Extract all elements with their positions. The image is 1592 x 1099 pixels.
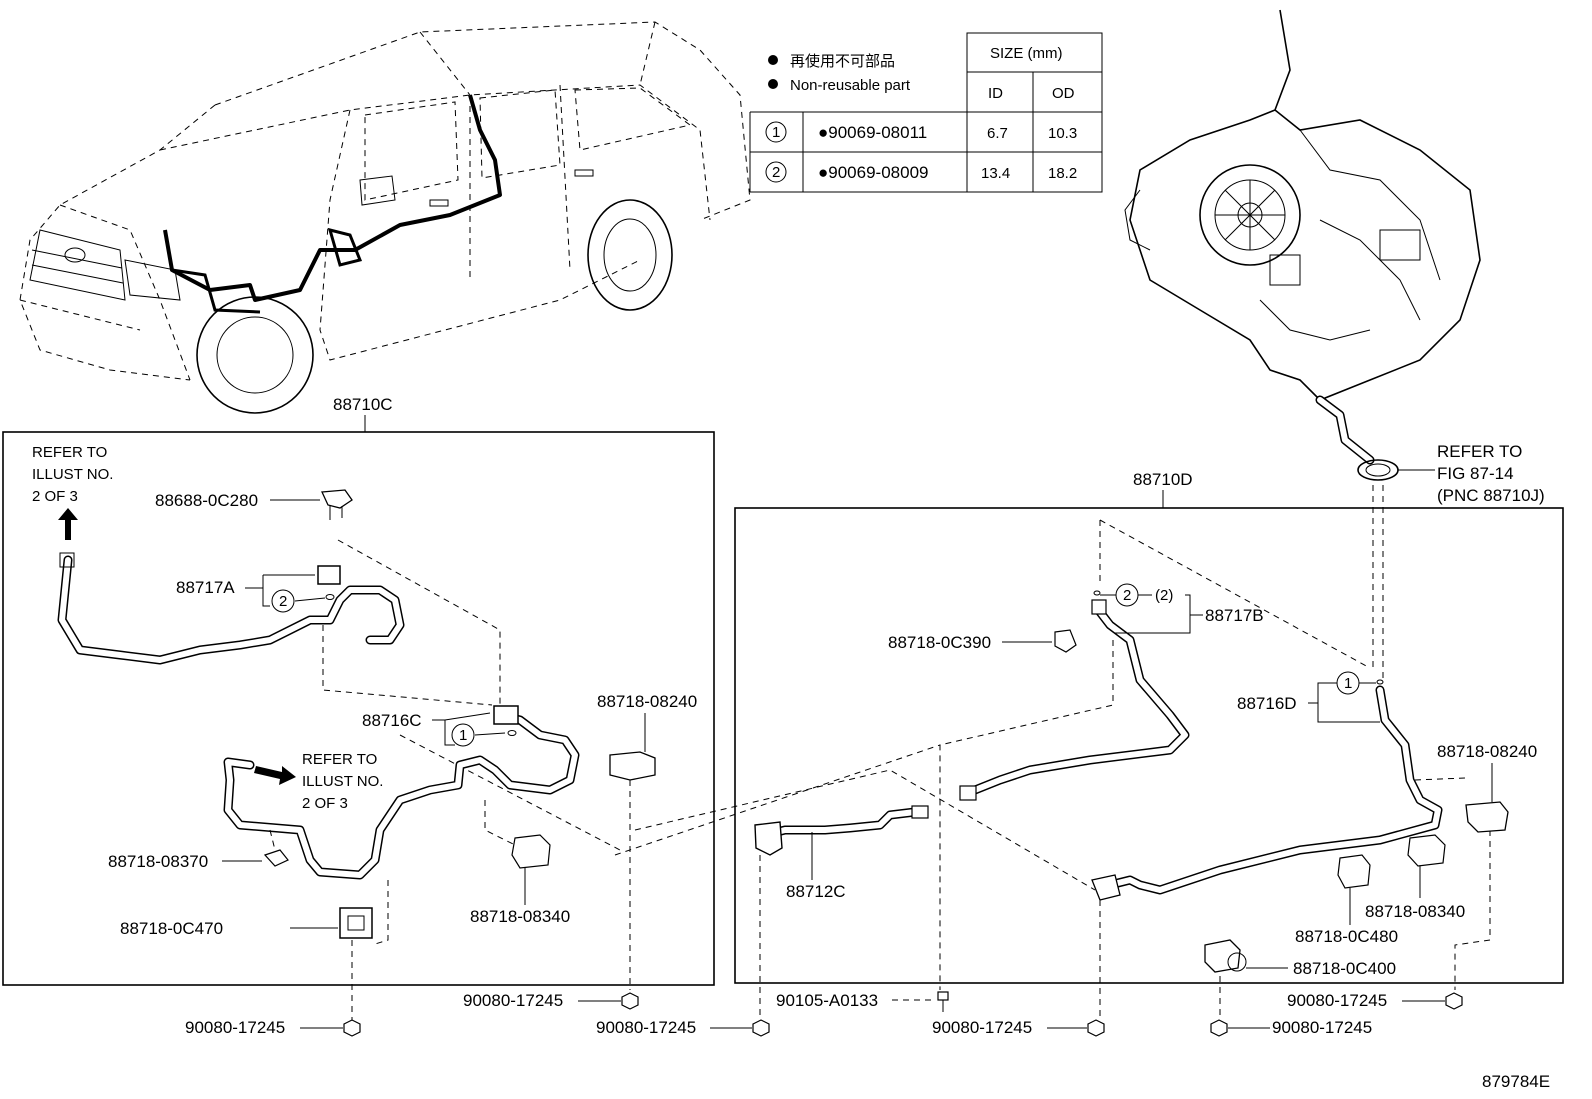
refer-left-top-line3: 2 OF 3 [32, 488, 78, 505]
table-row1-id: 6.7 [987, 125, 1008, 142]
refer-right-line2: FIG 87-14 [1437, 464, 1514, 483]
label-88718-0C470: 88718-0C470 [120, 919, 223, 938]
label-88712C: 88712C [786, 882, 846, 901]
circle-2-left-num: 2 [279, 593, 287, 610]
nut-17245-a: 90080-17245 [185, 1018, 361, 1037]
refer-left-top-line2: ILLUST NO. [32, 466, 113, 483]
vehicle-illustration [19, 21, 751, 414]
size-table: 再使用不可部品 Non-reusable part SIZE (mm) ID O… [749, 32, 1103, 193]
label-88717B: 88717B [1205, 606, 1264, 625]
nut-17245-d: 90080-17245 [932, 1018, 1105, 1037]
refer-left-mid-line2: ILLUST NO. [302, 773, 383, 790]
table-row2-circle [765, 161, 787, 183]
clip-08370 [263, 849, 289, 867]
table-row2-id: 13.4 [981, 165, 1010, 182]
refer-right-line1: REFER TO [1437, 442, 1522, 461]
table-row2-od: 18.2 [1048, 165, 1077, 182]
circle-2-right-num: 2 [1123, 587, 1131, 604]
label-88718-0C400: 88718-0C400 [1293, 959, 1396, 978]
label-88688-0C280: 88688-0C280 [155, 491, 258, 510]
label-88716C: 88716C [362, 711, 422, 730]
legend-bullet-1 [768, 55, 778, 65]
refer-left-top-line1: REFER TO [32, 444, 107, 461]
refer-right-top: REFER TO FIG 87-14 (PNC 88710J) [1437, 442, 1545, 505]
table-row2-circle-num: 2 [772, 164, 780, 181]
label-88718-08370: 88718-08370 [108, 852, 208, 871]
clip-0C470 [339, 907, 373, 939]
table-row1-circle-num: 1 [772, 124, 780, 141]
label-90080-17245-f: 90080-17245 [1272, 1018, 1372, 1037]
circle-1-right-num: 1 [1344, 675, 1352, 692]
clip-0C400 [1204, 939, 1241, 973]
table-header-id: ID [988, 85, 1003, 102]
label-90080-17245-d: 90080-17245 [932, 1018, 1032, 1037]
table-row1-od: 10.3 [1048, 125, 1077, 142]
nut-17245-e: 90080-17245 [1287, 991, 1463, 1010]
refer-right-line3: (PNC 88710J) [1437, 486, 1545, 505]
label-88718-08340-left: 88718-08340 [470, 907, 570, 926]
clip-08240-left [609, 751, 656, 781]
table-row2-part: ●90069-08009 [818, 163, 928, 182]
refer-left-mid-line1: REFER TO [302, 751, 377, 768]
group-label-right: 88710D [1133, 470, 1193, 489]
nut-17245-b: 90080-17245 [463, 991, 639, 1010]
table-header-od: OD [1052, 85, 1075, 102]
circle-1-left-num: 1 [459, 727, 467, 744]
bracket-right-pipe [1091, 874, 1121, 901]
table-header-size: SIZE (mm) [990, 45, 1063, 62]
label-88716D: 88716D [1237, 694, 1297, 713]
bracket-88712C [754, 821, 783, 856]
label-88718-08340-right: 88718-08340 [1365, 902, 1465, 921]
figure-id: 879784E [1482, 1072, 1550, 1091]
label-88718-08240-left: 88718-08240 [597, 692, 697, 711]
label-88718-08240-right: 88718-08240 [1437, 742, 1537, 761]
label-90080-17245-b: 90080-17245 [463, 991, 563, 1010]
circle-2-right-paren: (2) [1155, 587, 1173, 604]
arrow-up-icon [58, 508, 78, 540]
circle-2-left [271, 589, 295, 613]
legend-jp-text: 再使用不可部品 [790, 53, 895, 70]
nut-17245-f: 90080-17245 [1210, 1018, 1372, 1037]
circle-1-left [451, 723, 475, 747]
clip-08340-left [511, 834, 551, 869]
group-box-right [734, 507, 1564, 984]
legend-en-text: Non-reusable part [790, 77, 911, 94]
nut-17245-c: 90080-17245 [596, 1018, 770, 1037]
label-90105-A0133: 90105-A0133 [776, 991, 878, 1010]
arrow-right-icon [254, 766, 296, 785]
legend-bullet-2 [768, 79, 778, 89]
label-90080-17245-c: 90080-17245 [596, 1018, 696, 1037]
label-88718-0C480: 88718-0C480 [1295, 927, 1398, 946]
refer-left-mid: REFER TO ILLUST NO. 2 OF 3 [254, 751, 383, 812]
label-90080-17245-a: 90080-17245 [185, 1018, 285, 1037]
table-row1-circle [765, 121, 787, 143]
clip-0C390 [1054, 629, 1077, 653]
heater-unit-illustration [1124, 9, 1481, 481]
refer-left-top: REFER TO ILLUST NO. 2 OF 3 [32, 444, 113, 540]
label-90080-17245-e: 90080-17245 [1287, 991, 1387, 1010]
table-row1-part: ●90069-08011 [818, 123, 927, 142]
clip-08240-right [1465, 801, 1509, 833]
label-88718-0C390: 88718-0C390 [888, 633, 991, 652]
group-box-left [2, 431, 715, 986]
group-label-left: 88710C [333, 395, 393, 414]
clip-0C480 [1337, 854, 1371, 889]
bolt-A0133: 90105-A0133 [776, 991, 949, 1012]
refer-left-mid-line3: 2 OF 3 [302, 795, 348, 812]
clip-08340-right [1407, 834, 1446, 867]
label-88717A: 88717A [176, 578, 235, 597]
